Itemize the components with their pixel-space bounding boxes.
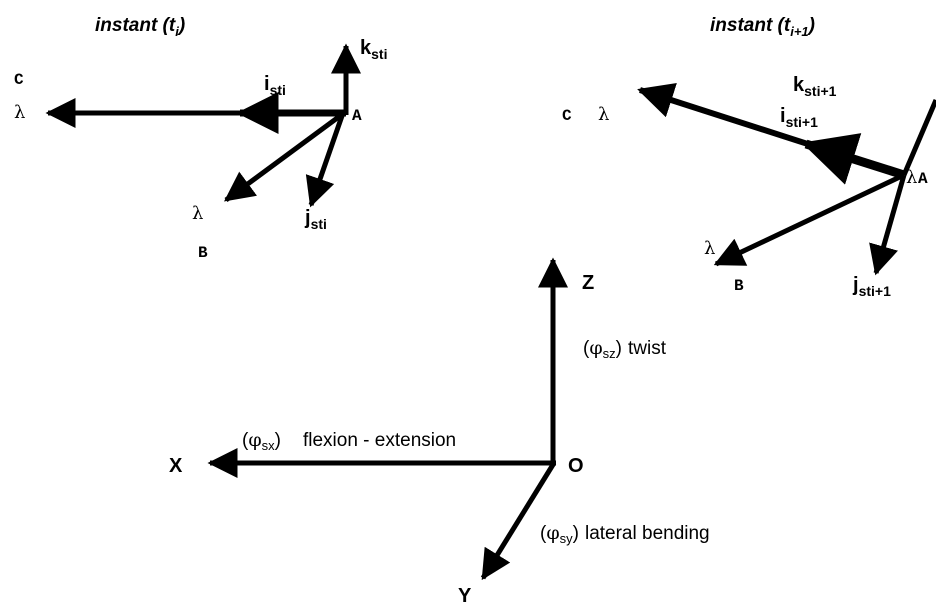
axis-y-arrow bbox=[480, 461, 557, 581]
vector-k-right-label: ksti+1 bbox=[793, 74, 837, 99]
lambda-b-left: λ bbox=[192, 203, 203, 224]
point-b-right-label: B bbox=[734, 277, 744, 295]
left-frame: instant (ti) C λ A λ B isti jsti ksti bbox=[14, 15, 387, 262]
point-a-right-label: A bbox=[918, 170, 928, 188]
left-frame-title: instant (ti) bbox=[95, 15, 185, 39]
vector-i-right bbox=[801, 133, 906, 185]
lambda-a-right: λ bbox=[906, 167, 917, 188]
point-c-right-label: C bbox=[562, 107, 572, 125]
vector-i-left-label: isti bbox=[264, 73, 286, 98]
vector-j-left-label: jsti bbox=[304, 207, 327, 232]
vector-i-right-label: isti+1 bbox=[780, 105, 818, 130]
point-b-left-label: B bbox=[198, 244, 208, 262]
axis-z-label: Z bbox=[582, 272, 594, 294]
vector-j-right bbox=[869, 174, 907, 276]
segment-ab-right bbox=[713, 172, 906, 267]
origin-label: O bbox=[568, 455, 584, 477]
rotation-z-label: (φsz)twist bbox=[583, 337, 667, 361]
rotation-y-label: (φsy)lateral bending bbox=[540, 522, 710, 546]
right-frame: instant (ti+1) C λ λ A λ B isti+1 jsti+1… bbox=[562, 15, 936, 299]
lambda-c-left: λ bbox=[14, 102, 25, 123]
point-a-left-label: A bbox=[352, 107, 362, 125]
vector-j-right-label: jsti+1 bbox=[852, 274, 891, 299]
axis-y-label: Y bbox=[458, 585, 472, 607]
axis-x-label: X bbox=[169, 455, 183, 477]
vector-k-right bbox=[901, 99, 936, 176]
global-frame: O Z X Y (φsz)twist (φsx)flexion - extens… bbox=[169, 257, 710, 607]
point-c-left-label: C bbox=[14, 71, 24, 89]
vector-k-left-label: ksti bbox=[360, 37, 387, 62]
vector-j-left bbox=[305, 112, 346, 208]
lambda-c-right: λ bbox=[598, 104, 609, 125]
right-frame-title: instant (ti+1) bbox=[710, 15, 815, 39]
rotation-x-label: (φsx)flexion - extension bbox=[242, 429, 456, 453]
lambda-b-right: λ bbox=[704, 238, 715, 259]
segment-ab-left bbox=[223, 110, 346, 203]
